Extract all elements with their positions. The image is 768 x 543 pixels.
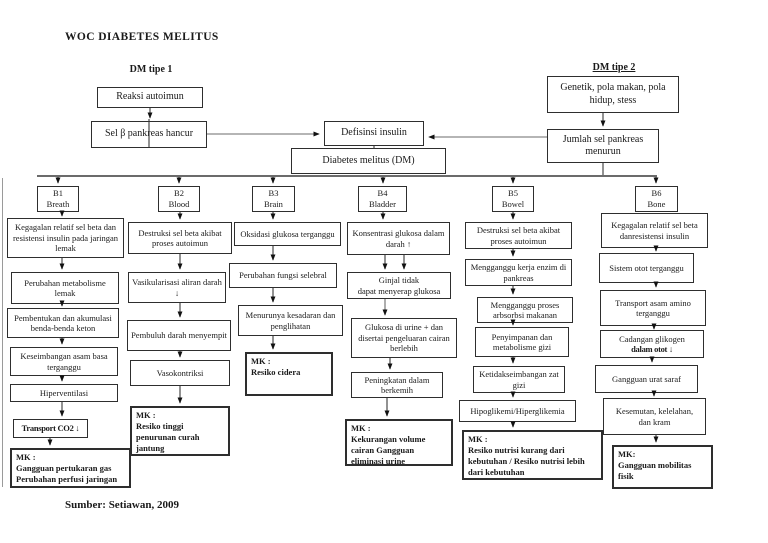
- node-b6-step: Transport asam amino terganggu: [600, 290, 706, 326]
- node-b4-step: Konsentrasi glukosa dalam darah ↑: [347, 222, 450, 255]
- node-b6-step: Kegagalan relatif sel beta danresistensi…: [601, 213, 708, 248]
- branch-name: Bladder: [369, 199, 396, 209]
- node-b5-mk: MK : Resiko nutrisi kurang dari kebutuha…: [462, 430, 603, 480]
- node-b5-step: Destruksi sel beta akibat proses autoimu…: [465, 222, 572, 249]
- node-b5-step: Mengganggu kerja enzim di pankreas: [465, 259, 572, 286]
- node-b1-step: Keseimbangan asam basa terganggu: [10, 347, 118, 376]
- node-b3-step: Menurunya kesadaran dan penglihatan: [238, 305, 343, 336]
- dm-tipe2-label: DM tipe 2: [592, 62, 636, 73]
- node-b2-step: Destruksi sel beta akibat proses autoimu…: [128, 222, 232, 254]
- node-jumlah-sel-pankreas-menurun: Jumlah sel pankreas menurun: [547, 129, 659, 163]
- node-defisiensi-insulin: Defisinsi insulin: [324, 121, 424, 146]
- node-b1-step: Pembentukan dan akumulasi benda-benda ke…: [7, 308, 119, 338]
- node-b2-mk: MK : Resiko tinggi penurunan curah jantu…: [130, 406, 230, 456]
- dm-tipe1-label: DM tipe 1: [129, 64, 173, 75]
- page-edge-line: [2, 178, 3, 487]
- node-b5-step: Ketidakseimbangan zat gizi: [473, 366, 565, 393]
- branch-code: B4: [377, 188, 388, 199]
- node-b4-mk: MK : Kekurangan volume cairan Gangguan e…: [345, 419, 453, 466]
- branch-header-b5: B5 Bowel: [492, 186, 534, 212]
- page-title: WOC DIABETES MELITUS: [65, 31, 219, 43]
- node-diabetes-melitus: Diabetes melitus (DM): [291, 148, 446, 174]
- node-b1-step: Hiperventilasi: [10, 384, 118, 402]
- node-b5-step: Penyimpanan dan metabolisme gizi: [475, 327, 569, 357]
- node-b3-step: Oksidasi glukosa terganggu: [234, 222, 341, 246]
- branch-name: Breath: [46, 199, 70, 209]
- branch-name: Blood: [168, 199, 190, 209]
- node-b2-step: Vasokontriksi: [130, 360, 230, 386]
- node-sel-beta-pankreas-hancur: Sel β pankreas hancur: [91, 121, 207, 148]
- node-b2-step: Vasikularisasi aliran darah ↓: [128, 272, 226, 303]
- node-b3-mk: MK : Resiko cidera: [245, 352, 333, 396]
- node-b1-step: Transport CO2 ↓: [13, 419, 88, 438]
- branch-code: B5: [508, 188, 518, 199]
- source-citation: Sumber: Setiawan, 2009: [65, 499, 179, 511]
- node-b2-step: Pembuluh darah menyempit: [127, 320, 231, 351]
- node-b6-step: Kesemutan, kelelahan, dan kram: [603, 398, 706, 435]
- branch-code: B3: [268, 188, 279, 199]
- node-b6-mk: MK: Gangguan mobilitas fisik: [612, 445, 713, 489]
- node-b4-step: Ginjal tidak dapat menyerap glukosa: [347, 272, 451, 299]
- node-b6-step: Gangguan urat saraf: [595, 365, 698, 393]
- node-b6-step: Sistem otot terganggu: [599, 253, 694, 283]
- branch-name: Bone: [647, 199, 666, 209]
- node-b1-step: Perubahan metabolisme lemak: [11, 272, 119, 304]
- glikogen-line2: dalam otot ↓: [631, 344, 673, 354]
- node-b4-step: Peningkatan dalam berkemih: [351, 372, 443, 398]
- node-b5-step: Mengganggu proses arbsorbsi makanan: [477, 297, 573, 323]
- branch-header-b1: B1 Breath: [37, 186, 79, 212]
- node-b4-step: Glukosa di urine + dan disertai pengelua…: [351, 318, 457, 358]
- branch-header-b4: B4 Bladder: [358, 186, 407, 212]
- node-b1-mk: MK : Gangguan pertukaran gas Perubahan p…: [10, 448, 131, 488]
- node-b1-step: Kegagalan relatif sel beta dan resistens…: [7, 218, 124, 258]
- branch-header-b3: B3 Brain: [252, 186, 295, 212]
- node-genetik-pola-makan: Genetik, pola makan, pola hidup, stess: [547, 76, 679, 113]
- branch-code: B6: [651, 188, 662, 199]
- branch-name: Brain: [264, 199, 283, 209]
- branch-header-b6: B6 Bone: [635, 186, 678, 212]
- branch-code: B2: [174, 188, 184, 199]
- branch-name: Bowel: [501, 199, 525, 209]
- node-b5-step: Hipoglikemi/Hiperglikemia: [459, 400, 576, 422]
- glikogen-line1: Cadangan glikogen: [619, 333, 685, 344]
- branch-header-b2: B2 Blood: [158, 186, 200, 212]
- node-b3-step: Perubahan fungsi selebral: [229, 263, 337, 288]
- node-reaksi-autoimun: Reaksi autoimun: [97, 87, 203, 108]
- branch-code: B1: [53, 188, 63, 199]
- node-b6-step-glikogen: Cadangan glikogen dalam otot ↓: [600, 330, 704, 358]
